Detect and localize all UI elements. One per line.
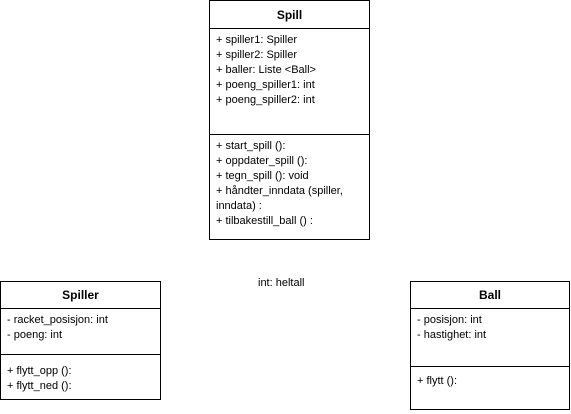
attribute-racket-posisjon: - racket_posisjon: int [7,314,108,326]
class-ball-attributes: - posisjon: int - hastighet: int [411,309,569,367]
attribute-poeng-spiller2: + poeng_spiller2: int [216,94,315,106]
class-spiller[interactable]: Spiller - racket_posisjon: int - poeng: … [0,281,161,400]
operation-handter-inndata: + håndter_inndata (spiller, inndata) : [216,185,346,212]
class-spiller-attributes: - racket_posisjon: int - poeng: int [1,309,160,355]
operation-flytt-opp: + flytt_opp (): [7,365,72,377]
operation-start-spill: + start_spill (): [216,140,286,152]
class-ball-title: Ball [411,282,569,309]
attribute-poeng-spiller1: + poeng_spiller1: int [216,79,315,91]
class-spill[interactable]: Spill + spiller1: Spiller + spiller2: Sp… [209,0,370,240]
class-spill-title: Spill [210,1,369,29]
class-spill-operations: + start_spill (): + oppdater_spill (): +… [210,135,369,229]
class-spill-attributes: + spiller1: Spiller + spiller2: Spiller … [210,29,369,135]
operation-tilbakestill-ball: + tilbakestill_ball () : [216,215,313,227]
attribute-spiller1: + spiller1: Spiller [216,34,298,46]
operation-tegn-spill: + tegn_spill (): void [216,170,309,182]
class-spiller-title: Spiller [1,282,160,309]
operation-oppdater-spill: + oppdater_spill (): [216,155,308,167]
class-ball[interactable]: Ball - posisjon: int - hastighet: int + … [410,281,570,410]
class-ball-operations: + flytt (): [411,367,569,389]
attribute-poeng: - poeng: int [7,329,63,341]
attribute-baller: + baller: Liste <Ball> [216,64,316,76]
class-spiller-operations: + flytt_opp (): + flytt_ned (): [1,355,160,394]
attribute-hastighet: - hastighet: int [417,329,487,341]
note-int-heltall: int: heltall [258,277,305,289]
attribute-spiller2: + spiller2: Spiller [216,49,298,61]
attribute-posisjon: - posisjon: int [417,314,482,326]
operation-flytt-ned: + flytt_ned (): [7,380,72,392]
operation-flytt: + flytt (): [417,375,458,387]
